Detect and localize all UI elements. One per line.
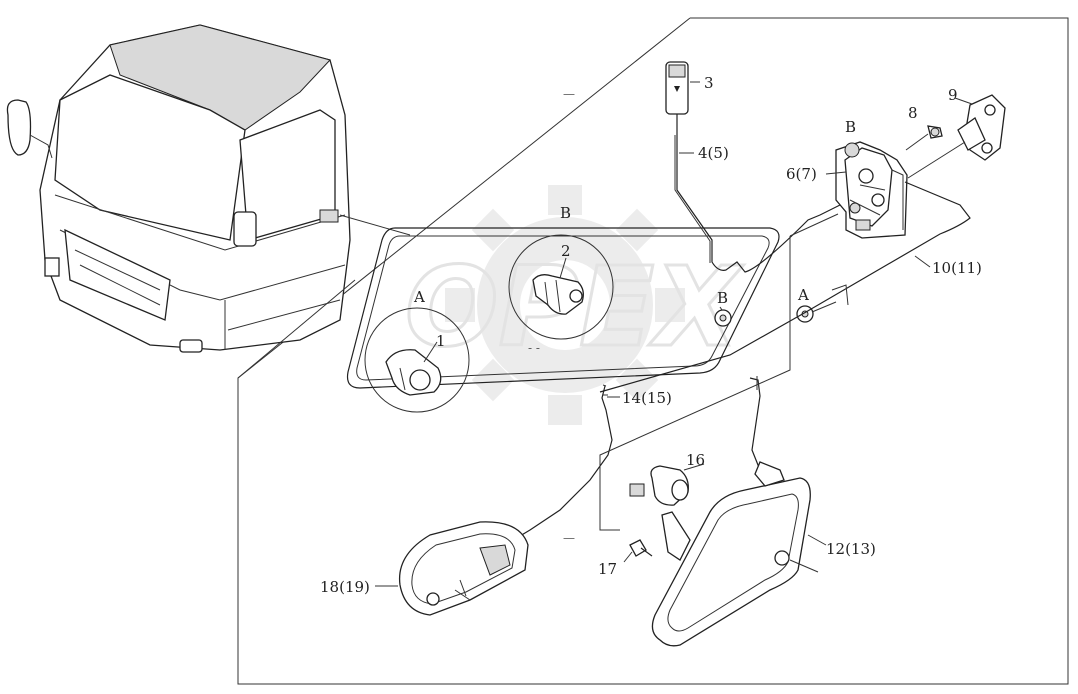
part-1-clip: [385, 349, 442, 396]
part-6-7-latch: [835, 141, 908, 239]
leader-lines: [423, 81, 973, 398]
marker-b-clip: B: [717, 289, 728, 307]
part-9-striker: [907, 94, 1006, 179]
callout-1: 1: [436, 332, 446, 350]
part-12-13-outside-handle: [651, 461, 827, 647]
panel-mark: - -: [528, 341, 540, 355]
truck-cab: [6, 24, 351, 353]
dash-mark-bottom: —: [563, 531, 575, 545]
part-3-lock-knob: [665, 61, 689, 135]
part-2-clip: [532, 274, 584, 315]
cable-14-15: [504, 385, 613, 546]
gear-watermark-icon: [445, 185, 685, 425]
marker-b-latch: B: [845, 118, 856, 136]
dash-mark-top: —: [563, 87, 575, 101]
marker-b-detail: B: [560, 204, 571, 222]
rod-4-5: [676, 135, 841, 273]
part-17-bolt: [623, 539, 653, 563]
part-8-screw: [905, 125, 943, 151]
callout-3: 3: [704, 74, 714, 92]
callout-6-7: 6(7): [786, 165, 817, 183]
callout-17: 17: [598, 560, 617, 578]
detail-circle-b: [508, 234, 614, 340]
watermark: OPEX: [404, 185, 746, 425]
clip-b: [714, 309, 732, 327]
detail-circle-a: [364, 307, 470, 413]
callout-16: 16: [686, 451, 705, 469]
marker-a-detail: A: [413, 288, 425, 306]
door-panel-outline: [346, 227, 780, 389]
part-18-19-inside-handle: [375, 521, 529, 616]
clip-a: [796, 305, 814, 323]
callout-18-19: 18(19): [320, 578, 370, 596]
rod-10-11: [599, 181, 971, 393]
callout-8: 8: [908, 104, 918, 122]
callout-4-5: 4(5): [698, 144, 729, 162]
callout-14-15: 14(15): [622, 389, 672, 407]
callout-2: 2: [561, 242, 571, 260]
callout-9: 9: [948, 86, 958, 104]
part-16-lock-cylinder: [629, 463, 705, 506]
marker-a-clip: A: [797, 286, 809, 304]
callout-10-11: 10(11): [932, 259, 982, 277]
callout-12-13: 12(13): [826, 540, 876, 558]
